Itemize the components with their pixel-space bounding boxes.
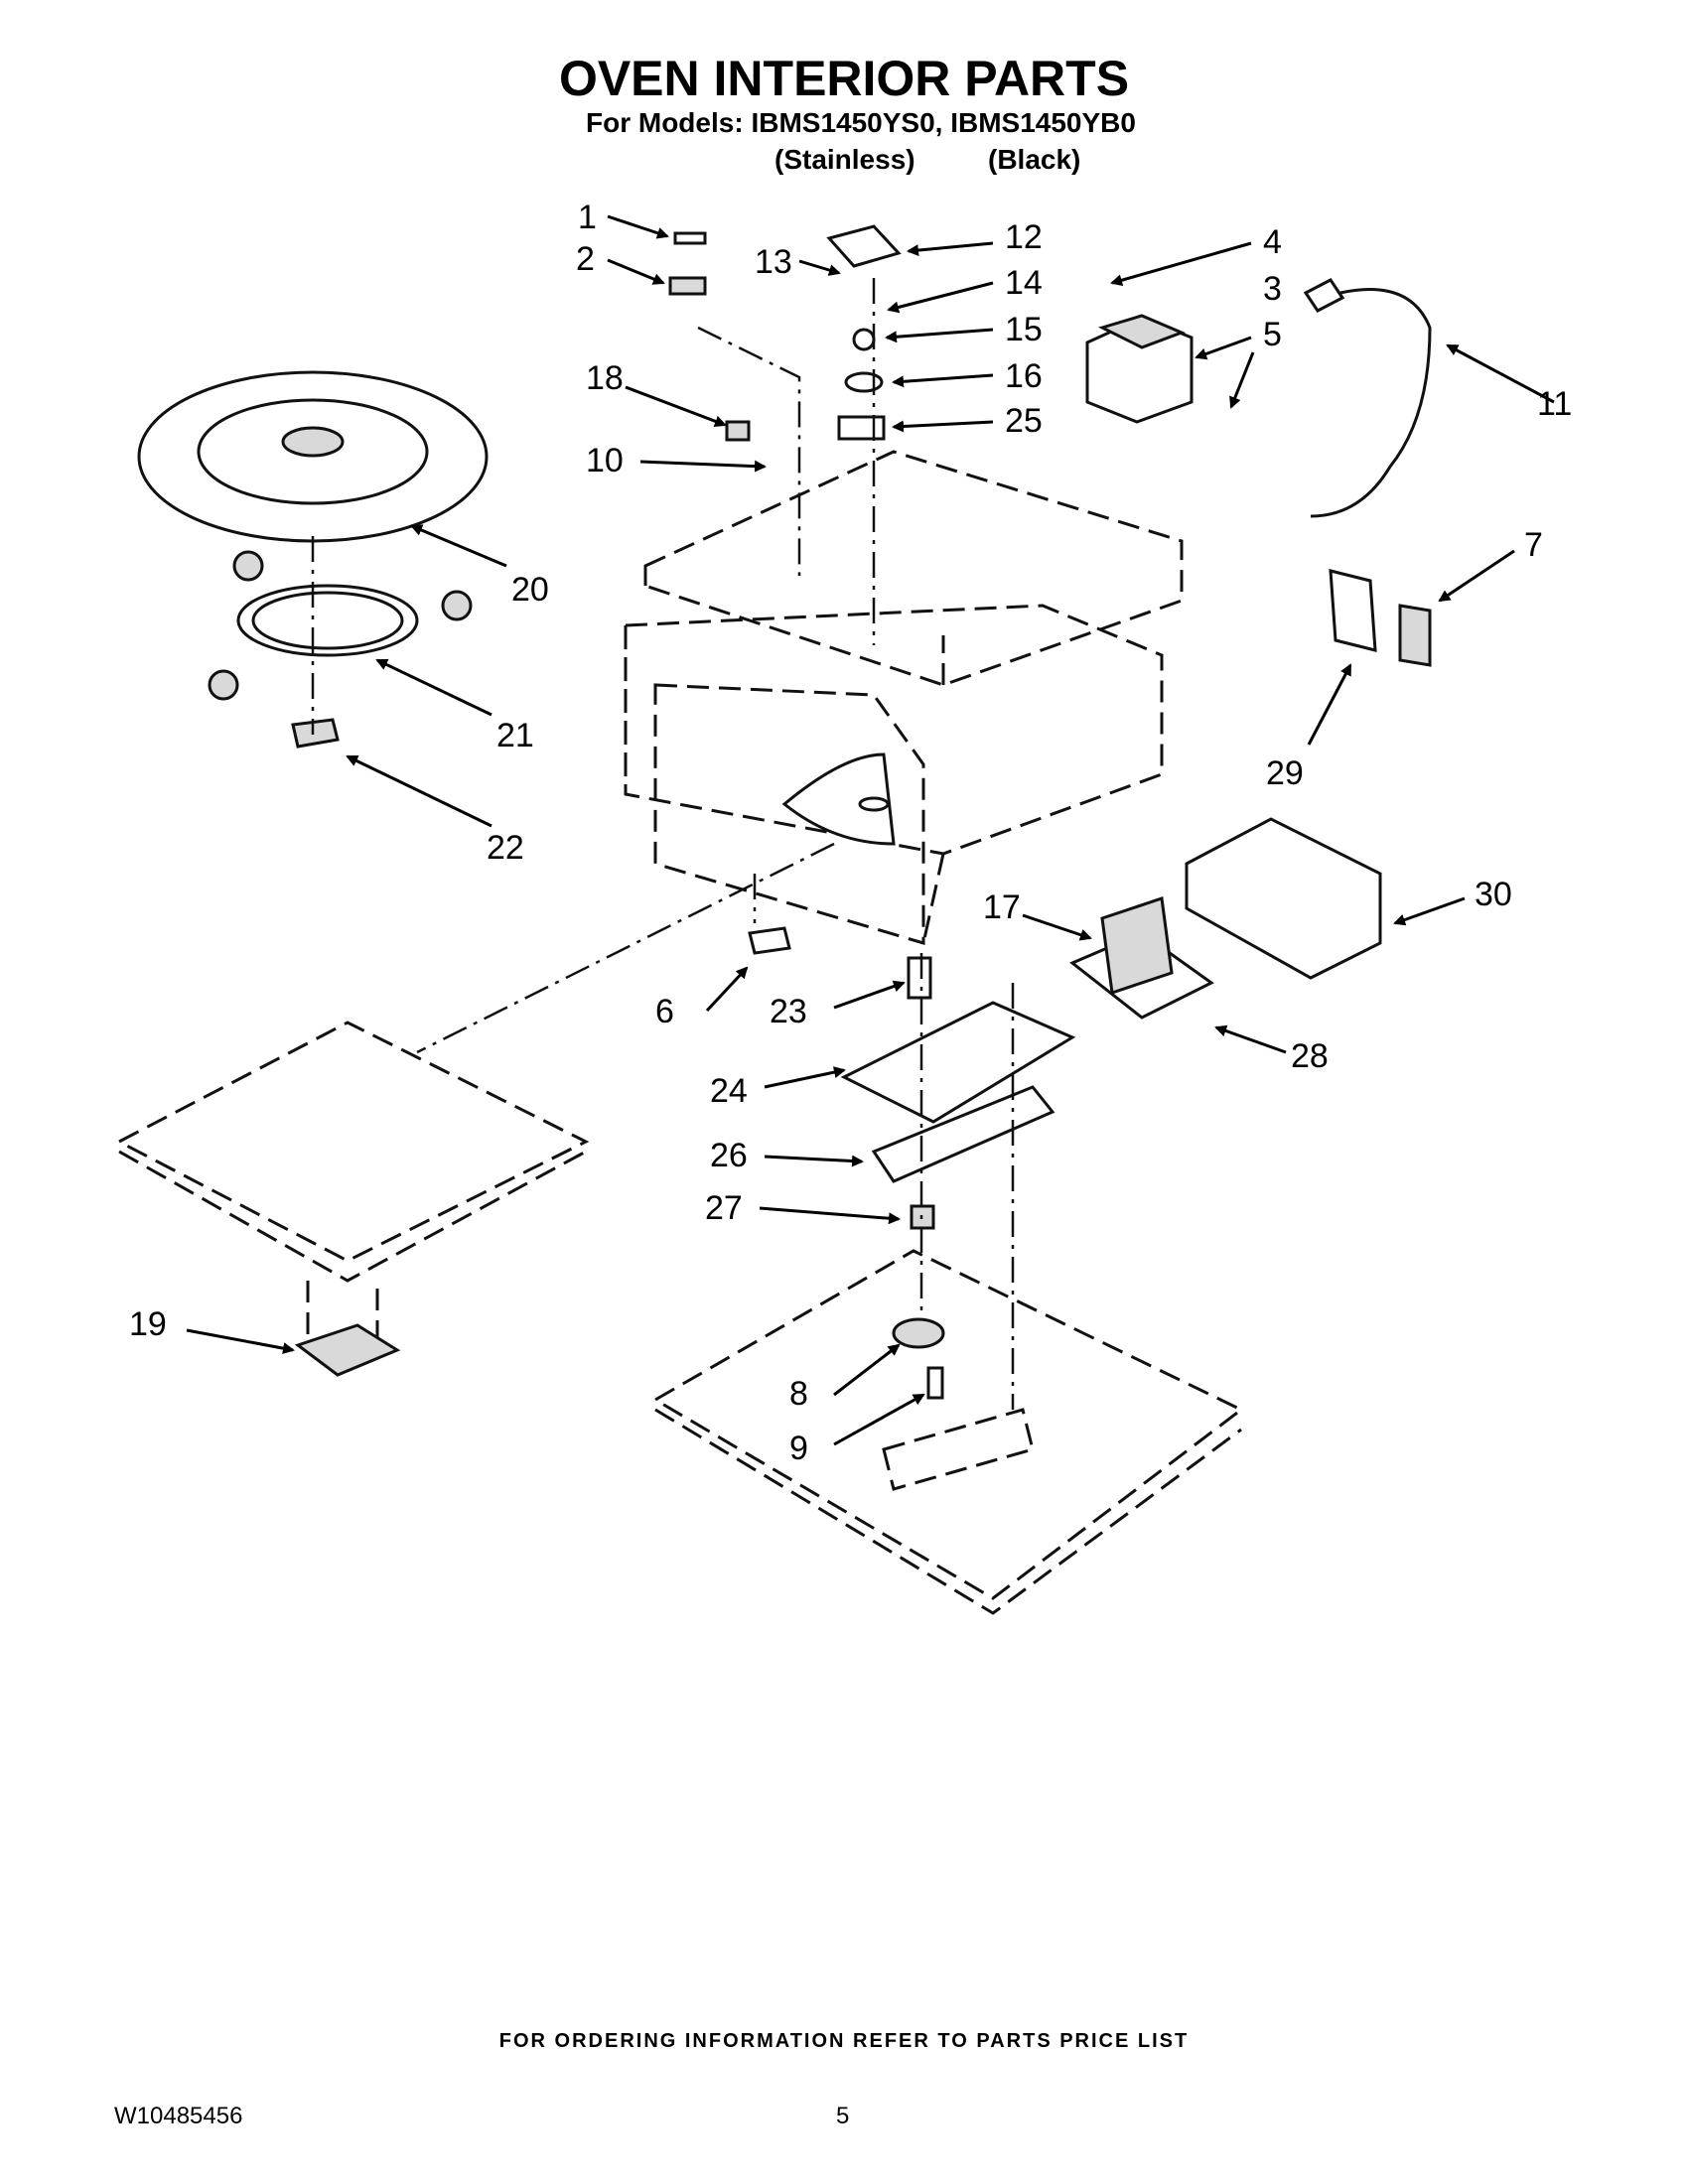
inverter-cover [1185,817,1382,980]
callout-22: 22 [487,829,524,867]
waveguide-cover [115,1021,590,1377]
callout-30: 30 [1475,876,1512,913]
callout-5: 5 [1263,316,1282,353]
models-subtitle: For Models: IBMS1450YS0, IBMS1450YB0 [586,107,1136,138]
callout-20: 20 [511,571,549,609]
variant-stainless: (Stainless) [774,144,915,175]
switch-bracket [1329,569,1432,667]
power-cord [1303,278,1432,518]
callout-11: 11 [1537,385,1572,423]
callout-18: 18 [586,359,624,397]
callout-8: 8 [789,1375,808,1413]
callout-14: 14 [1005,264,1043,302]
base-plate-outline [652,1249,1244,1615]
callout-25: 25 [1005,402,1043,440]
callout-numbers: 1 2 3 4 5 6 7 8 9 10 11 12 13 14 15 16 1… [129,199,1572,1467]
callout-24: 24 [710,1072,748,1110]
callout-21: 21 [496,717,534,754]
callout-27: 27 [705,1189,743,1227]
oven-cavity-outline [624,604,1164,946]
callout-4: 4 [1263,223,1282,261]
callout-9: 9 [789,1430,808,1467]
document-number: W10485456 [114,2103,243,2129]
small-components [668,224,935,1230]
callout-23: 23 [770,993,807,1030]
page-number: 5 [836,2103,850,2129]
callout-3: 3 [1263,270,1282,308]
turntable-coupler [291,718,340,749]
callout-29: 29 [1266,754,1304,792]
callout-28: 28 [1291,1037,1329,1075]
callout-17: 17 [983,888,1021,926]
callout-13: 13 [755,243,792,281]
turntable-motor [892,1317,945,1400]
callout-16: 16 [1005,357,1043,395]
assembly-center-lines [311,278,1015,1410]
callout-10: 10 [586,442,624,479]
leader-lines [186,214,1555,1446]
ordering-info-note: FOR ORDERING INFORMATION REFER TO PARTS … [498,2030,1190,2052]
callout-7: 7 [1524,526,1543,564]
callout-26: 26 [710,1137,748,1174]
callout-1: 1 [578,199,597,236]
roller-ring [208,550,473,701]
inverter-board [1069,896,1214,1020]
callout-12: 12 [1005,218,1043,256]
callout-15: 15 [1005,311,1043,348]
page-title: OVEN INTERIOR PARTS [558,51,1130,106]
callout-2: 2 [576,240,595,278]
cabinet-top-outline [643,450,1184,687]
transformer [1085,314,1194,424]
callout-19: 19 [129,1305,167,1343]
callout-6: 6 [655,993,674,1030]
motor-mount-plate [840,1001,1076,1183]
turntable-tray [137,370,489,543]
variant-black: (Black) [988,144,1081,175]
